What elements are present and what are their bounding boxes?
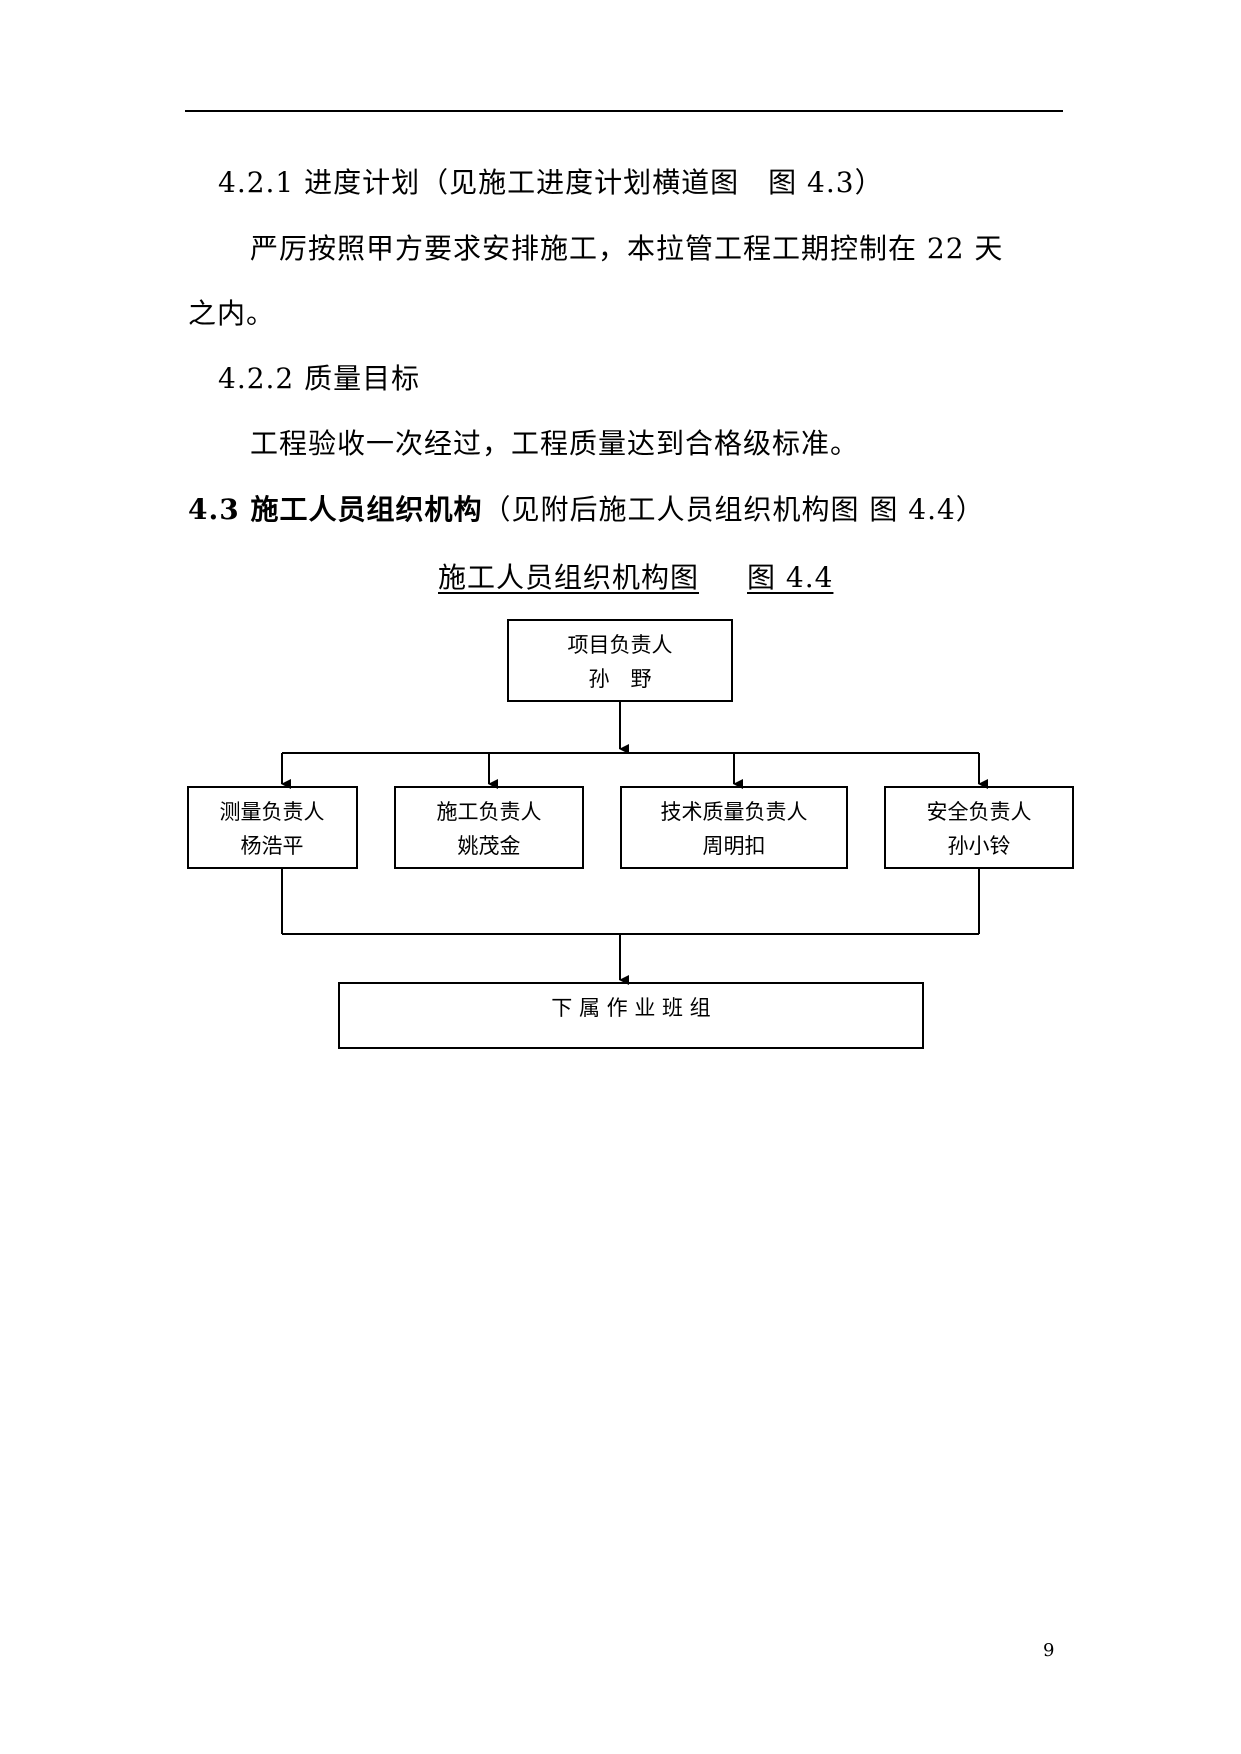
middle-node-box-1 <box>187 786 358 869</box>
figure-caption-number: 图 4.4 <box>747 561 834 594</box>
section-4-3-heading-note: （见附后施工人员组织机构图 图 4.4） <box>482 493 985 526</box>
middle-node-role-2: 施工负责人 <box>437 800 542 824</box>
section-4-2-2-heading: 4.2.2 质量目标 <box>218 362 421 395</box>
schedule-paragraph-line-1: 严厉按照甲方要求安排施工，本拉管工程工期控制在 22 天 <box>250 232 1004 265</box>
middle-node-name-1: 杨浩平 <box>241 834 304 858</box>
section-4-3-heading-bold: 4.3 施工人员组织机构 <box>188 493 483 526</box>
middle-node-role-1: 测量负责人 <box>220 800 325 824</box>
top-node-role: 项目负责人 <box>568 633 673 657</box>
middle-node-name-4: 孙小铃 <box>948 834 1011 858</box>
page-number: 9 <box>1043 1640 1055 1661</box>
section-4-3-heading: 4.3 施工人员组织机构（见附后施工人员组织机构图 图 4.4） <box>188 492 985 528</box>
bottom-node-box <box>338 982 924 1049</box>
header-rule <box>185 110 1063 112</box>
middle-node-role-4: 安全负责人 <box>927 800 1032 824</box>
section-4-2-1-heading: 4.2.1 进度计划（见施工进度计划横道图 图 4.3） <box>218 166 884 199</box>
middle-node-box-2 <box>394 786 584 869</box>
quality-paragraph: 工程验收一次经过，工程质量达到合格级标准。 <box>250 427 860 460</box>
org-chart: 项目负责人 孙 野 测量负责人 杨浩平 施工负责人 姚茂金 技术质量负责人 周明… <box>187 619 1074 1049</box>
top-node-name: 孙 野 <box>589 667 652 691</box>
bottom-node-label: 下 属 作 业 班 组 <box>551 996 710 1020</box>
middle-node-role-3: 技术质量负责人 <box>661 800 808 824</box>
schedule-paragraph-line-2: 之内。 <box>188 297 276 330</box>
middle-node-box-3 <box>620 786 848 869</box>
middle-node-name-2: 姚茂金 <box>458 834 521 858</box>
figure-caption-title: 施工人员组织机构图 <box>438 561 700 594</box>
figure-caption: 施工人员组织机构图 图 4.4 <box>438 560 833 596</box>
middle-node-name-3: 周明扣 <box>703 834 766 858</box>
